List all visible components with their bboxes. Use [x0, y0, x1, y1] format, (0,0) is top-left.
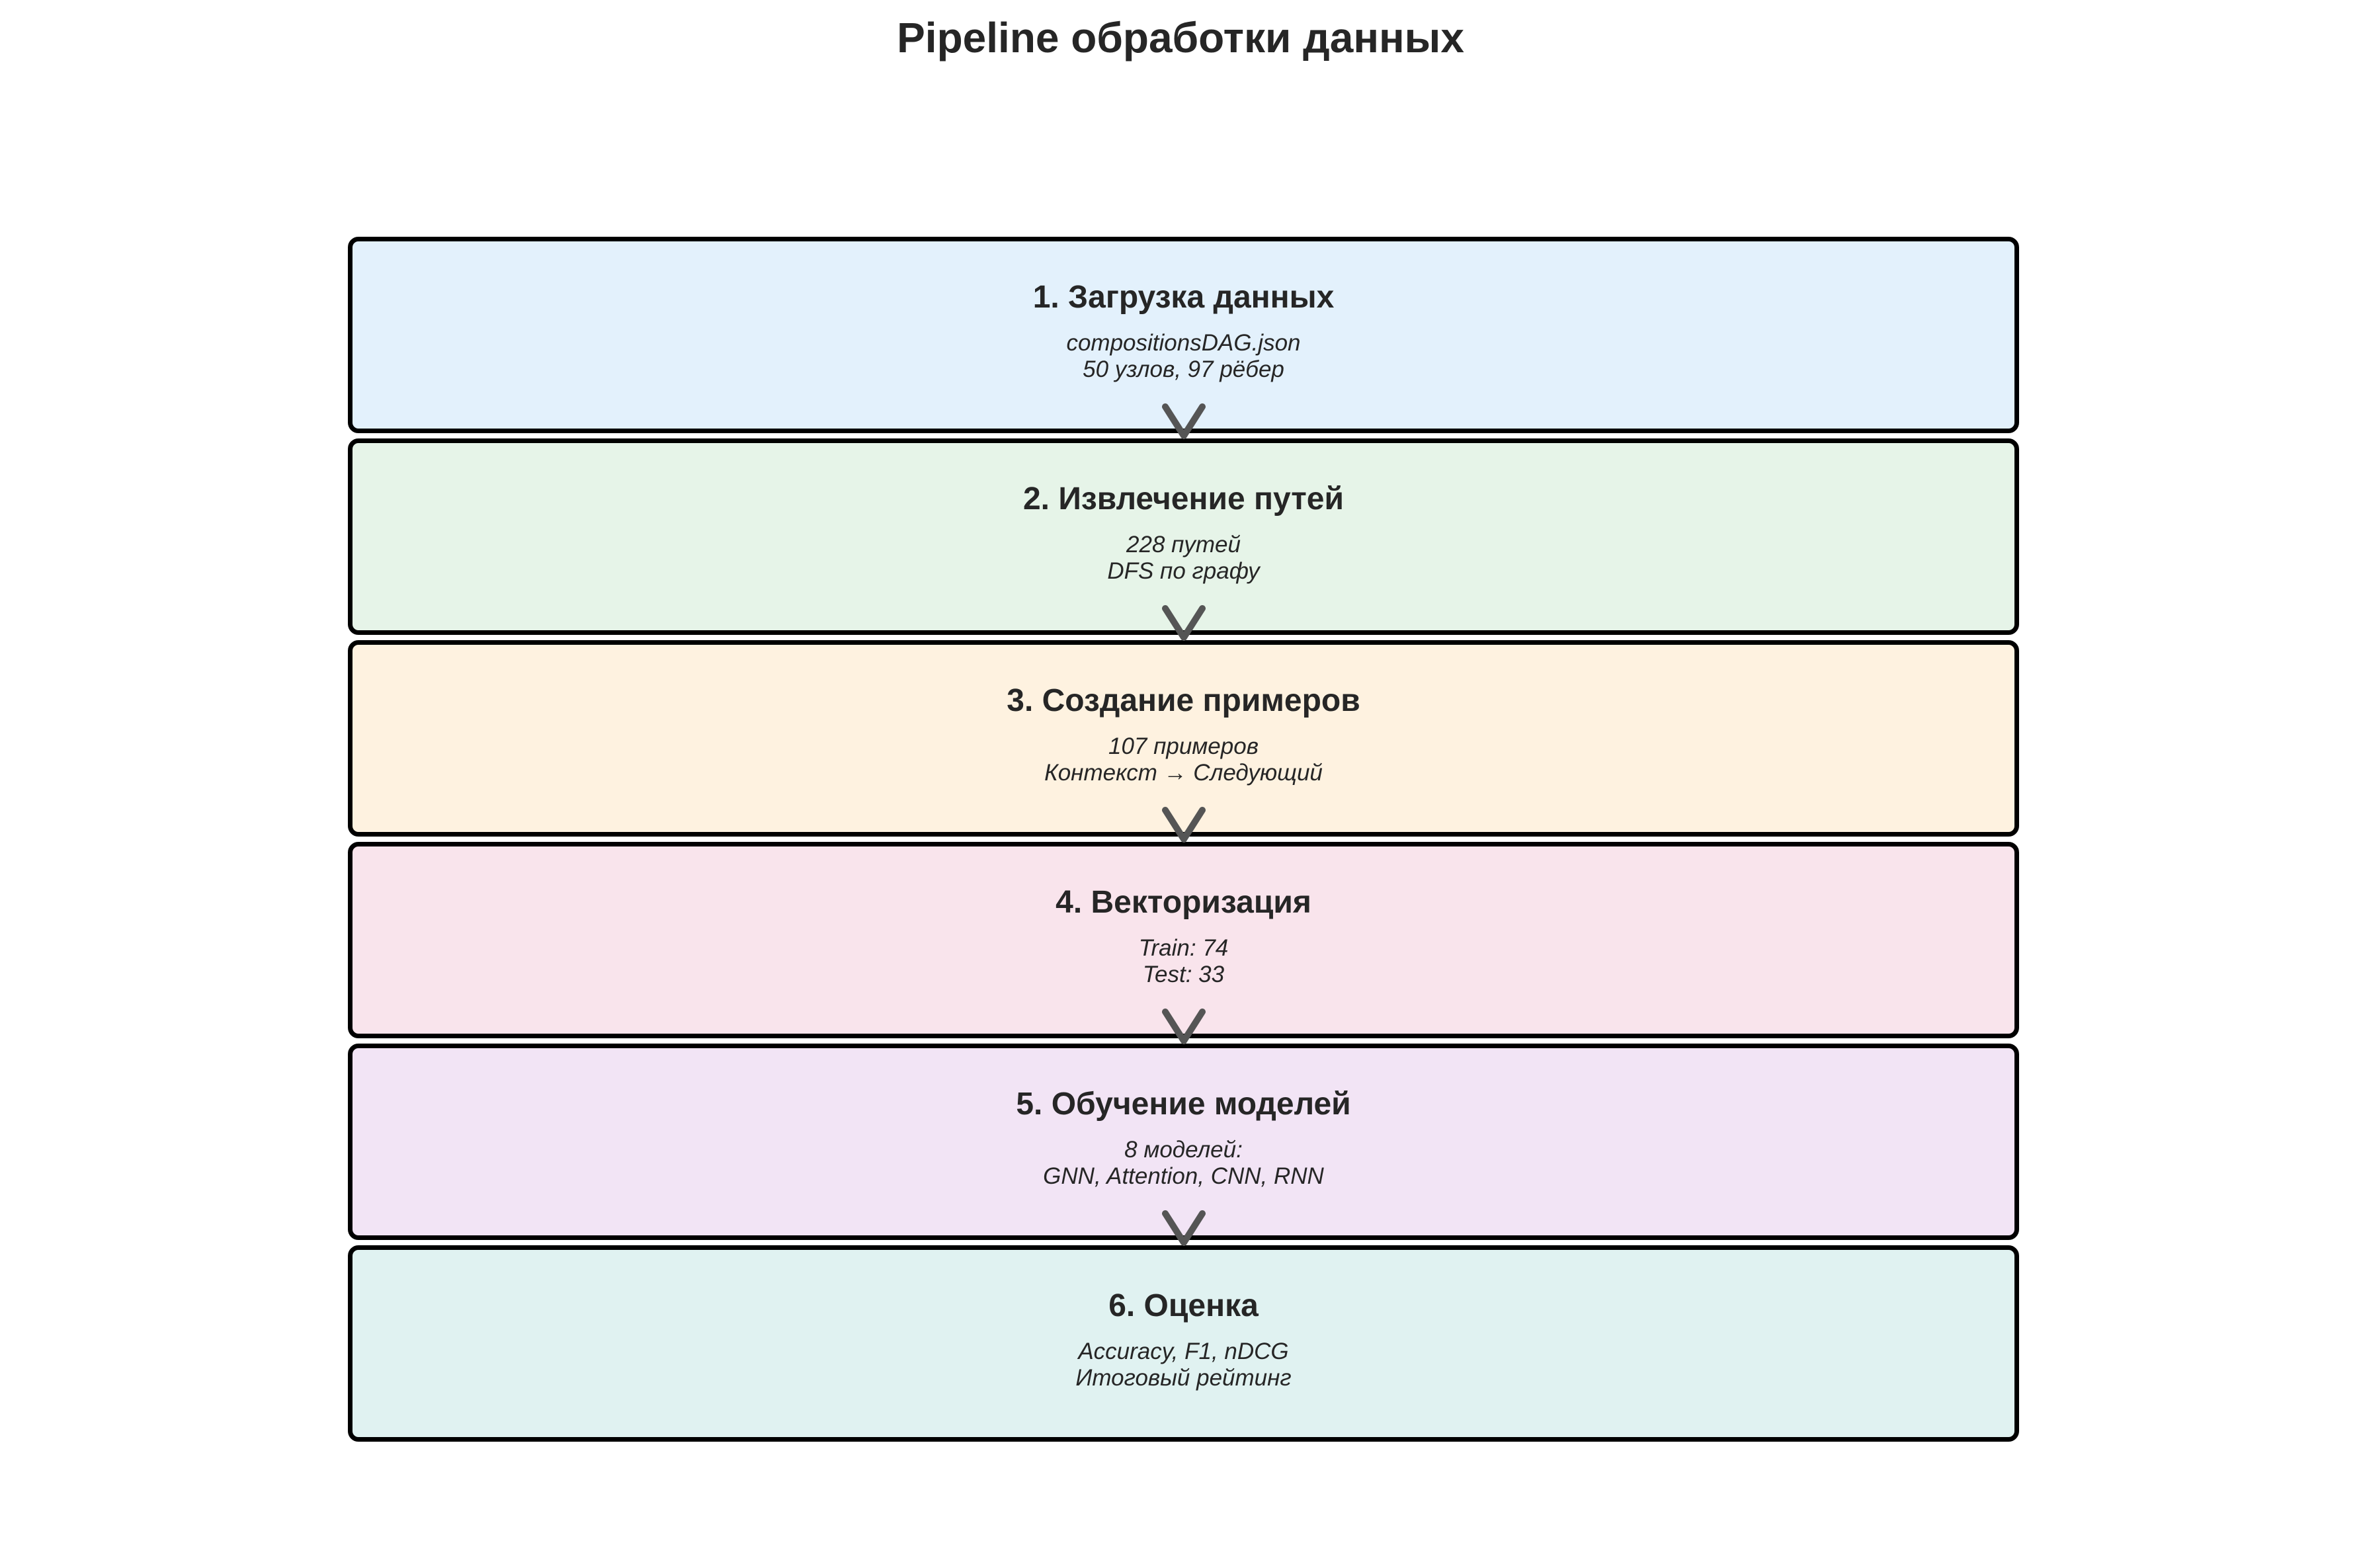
stage-detail-line: compositionsDAG.json [1066, 330, 1301, 356]
stage-detail-line: 8 моделей: [1124, 1137, 1243, 1163]
stage-description: 228 путей DFS по графу [352, 532, 2014, 585]
stage-title: 6. Оценка [1108, 1288, 1259, 1323]
chevron-down-icon [1162, 605, 1206, 641]
stage-model-training: 5. Обучение моделей 8 моделей: GNN, Atte… [348, 1044, 2019, 1240]
stage-detail-line: DFS по графу [1107, 558, 1260, 584]
stage-detail-line: 228 путей [1126, 532, 1241, 557]
stage-load-data: 1. Загрузка данных compositionsDAG.json … [348, 237, 2019, 433]
stage-description: compositionsDAG.json 50 узлов, 97 рёбер [352, 330, 2014, 383]
stage-description: Accuracy, F1, nDCG Итоговый рейтинг [352, 1339, 2014, 1391]
stage-title: 3. Создание примеров [1007, 683, 1360, 718]
chevron-down-icon [1162, 807, 1206, 843]
stage-title: 5. Обучение моделей [1016, 1087, 1351, 1122]
stage-detail-line: Контекст → Следующий [1044, 760, 1323, 786]
stage-detail-line: Accuracy, F1, nDCG [1078, 1339, 1289, 1364]
stage-detail-line: 50 узлов, 97 рёбер [1083, 356, 1284, 382]
stage-evaluation: 6. Оценка Accuracy, F1, nDCG Итоговый ре… [348, 1245, 2019, 1442]
stage-detail-line: 107 примеров [1108, 733, 1259, 759]
stage-description: 107 примеров Контекст → Следующий [352, 733, 2014, 786]
stage-detail-line: Train: 74 [1138, 935, 1229, 961]
stage-title: 4. Векторизация [1056, 885, 1311, 920]
page-title: Pipeline обработки данных [897, 14, 1464, 62]
stage-description: 8 моделей: GNN, Attention, CNN, RNN [352, 1137, 2014, 1190]
stage-detail-line: Итоговый рейтинг [1075, 1365, 1292, 1391]
chevron-down-icon [1162, 403, 1206, 439]
stage-detail-line: Test: 33 [1142, 962, 1225, 987]
chevron-down-icon [1162, 1210, 1206, 1246]
stage-extract-paths: 2. Извлечение путей 228 путей DFS по гра… [348, 438, 2019, 635]
stage-vectorization: 4. Векторизация Train: 74 Test: 33 [348, 842, 2019, 1038]
stage-title: 1. Загрузка данных [1032, 280, 1335, 315]
stage-description: Train: 74 Test: 33 [352, 935, 2014, 988]
stage-detail-line: GNN, Attention, CNN, RNN [1043, 1163, 1324, 1189]
stage-title: 2. Извлечение путей [1022, 481, 1345, 516]
chevron-down-icon [1162, 1009, 1206, 1044]
